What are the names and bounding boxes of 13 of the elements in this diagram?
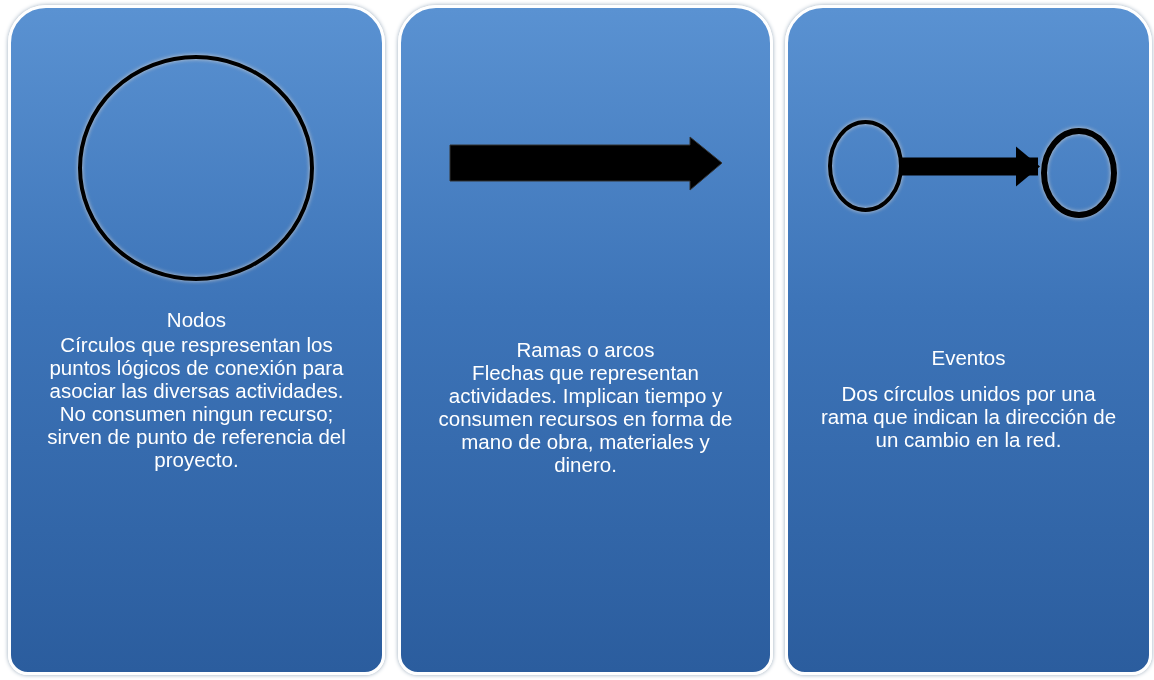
circle-shape <box>828 120 903 212</box>
arrow <box>900 146 1040 187</box>
panel-heading: Ramas o arcos <box>515 338 656 361</box>
panel-heading: Eventos <box>930 346 1007 369</box>
panel-heading: Nodos <box>165 308 228 331</box>
panel-description: Flechas que representan actividades. Implican tiempo y consumen recursos en forma de mano de obra, materiales y dinero. <box>437 361 734 476</box>
circle-shape <box>1041 128 1117 218</box>
info-panel <box>398 5 773 675</box>
info-panel <box>8 5 385 675</box>
info-panel <box>785 5 1152 675</box>
panel-description: Dos círculos unidos por una rama que indican la dirección de un cambio en la red. <box>819 382 1118 451</box>
circle-shape <box>78 55 314 281</box>
panel-description: Círculos que respresentan los puntos lógicos de conexión para asociar las diversas actividades. No consumen ningun recurso; sirven de punto de referencia del proyecto. <box>46 333 347 471</box>
